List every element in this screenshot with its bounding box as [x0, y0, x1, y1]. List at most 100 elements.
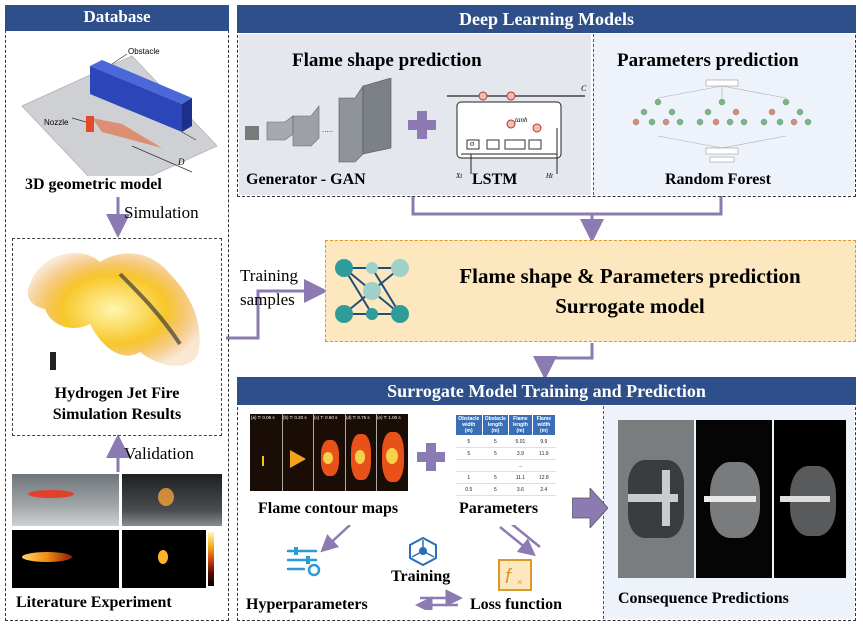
table-cell: 12.8	[532, 471, 556, 484]
loss-function-icon: f ×	[498, 559, 532, 591]
flame-shape-title: Flame shape prediction	[292, 50, 482, 71]
hyperparameters-icon	[286, 547, 321, 577]
surrogate-line1: Flame shape & Parameters prediction	[459, 264, 801, 288]
svg-text:.....: .....	[322, 125, 333, 134]
random-forest-label: Random Forest	[665, 171, 771, 188]
experiment-thermal-1	[12, 530, 119, 588]
table-cell: 5	[482, 483, 509, 496]
table-row: 0.5 5 3.6 2.4	[455, 483, 556, 496]
contour-frame-1	[250, 414, 283, 491]
svg-text:×: ×	[517, 577, 522, 587]
flame-contour-label: Flame contour maps	[258, 500, 399, 517]
frame-label-1: (a) T: 0.06 s	[251, 415, 275, 420]
training-samples-arrow	[226, 279, 328, 340]
training-samples-line2: samples	[240, 290, 295, 309]
table-row: 5 5 5.01 9.9	[455, 435, 556, 448]
flame-contour-strip	[250, 414, 408, 491]
contour-frame-3	[313, 414, 346, 491]
frame-label-2: (b) T: 0.20 s	[283, 415, 307, 420]
consequence-label: Consequence Predictions	[618, 590, 789, 607]
simulation-results-box	[12, 238, 222, 436]
consequence-image-1	[618, 420, 694, 578]
table-cell: 1	[455, 471, 483, 484]
loss-function-label: Loss function	[470, 596, 563, 613]
thermal-colorbar	[208, 532, 214, 586]
table-cell: 11.9	[532, 447, 556, 460]
prediction-arrow	[572, 488, 608, 528]
table-row: 1 5 11.1 12.8	[455, 471, 556, 484]
parameters-subpanel	[593, 34, 854, 195]
plus-icon-training	[417, 443, 445, 471]
parameters-table: Obstacle width (m) Obstacle length (m) F…	[455, 414, 557, 496]
surrogate-model-box	[325, 240, 856, 342]
parameters-prediction-title: Parameters prediction	[617, 50, 799, 71]
database-title: Database	[5, 5, 229, 31]
geometric-model-figure	[21, 53, 218, 176]
dl-merge-connector	[411, 196, 723, 216]
table-cell: 5	[482, 435, 509, 448]
lstm-label: LSTM	[472, 171, 518, 188]
table-cell: 5	[482, 447, 509, 460]
sim-results-line1: Hydrogen Jet Fire	[54, 385, 180, 402]
geometric-model-label: 3D geometric model	[25, 176, 162, 193]
parameters-label: Parameters	[459, 500, 539, 517]
table-header: Flame length (m)	[508, 414, 533, 436]
training-samples-line1: Training	[240, 266, 298, 285]
obstacle-side	[182, 98, 192, 132]
nozzle-shape	[86, 116, 94, 132]
nozzle-label: Nozzle	[44, 118, 69, 127]
contour-frame-5	[376, 414, 408, 491]
obstacle-label: Obstacle	[128, 47, 160, 56]
table-cell: 3.6	[508, 483, 533, 496]
tree-2	[696, 98, 748, 126]
table-cell: 2.4	[532, 483, 556, 496]
training-model-icon	[409, 536, 437, 566]
table-cell: 11.1	[508, 471, 533, 484]
surrogate-line2: Surrogate model	[555, 294, 705, 318]
validation-label: Validation	[124, 444, 194, 463]
obstacle-top	[90, 60, 192, 104]
lstm-h-label: Ht	[546, 172, 553, 180]
table-cell	[455, 459, 483, 472]
fire-simulation-figure	[27, 253, 200, 370]
random-forest-figure	[632, 79, 812, 163]
literature-label: Literature Experiment	[16, 594, 172, 611]
table-cell: 5	[455, 435, 483, 448]
tree-1	[632, 98, 684, 126]
consequence-image-3	[774, 420, 846, 578]
table-cell	[482, 459, 509, 472]
surrogate-to-training-arrow	[533, 343, 594, 380]
contour-frame-4	[345, 414, 377, 491]
table-cell: 5	[455, 447, 483, 460]
table-cell: 5	[482, 471, 509, 484]
deep-learning-title: Deep Learning Models	[237, 5, 856, 33]
table-header: Obstacle length (m)	[481, 414, 510, 436]
frame-label-5: (e) T: 1.00 s	[377, 415, 401, 420]
frame-label-3: (c) T: 0.50 s	[314, 415, 338, 420]
contour-frame-2	[282, 414, 314, 491]
lstm-cell-figure	[447, 91, 585, 174]
table-header: Obstacle width (m)	[455, 414, 483, 436]
table-cell	[532, 459, 556, 472]
table-header: Flame width (m)	[531, 414, 557, 436]
experiment-thermal-2	[122, 530, 206, 588]
svg-text:f: f	[505, 566, 513, 588]
simulation-nozzle	[50, 352, 56, 370]
tree-3	[760, 98, 812, 126]
table-cell: ...	[508, 459, 533, 472]
gan-generator-figure: .....	[245, 78, 392, 163]
hyperparameters-label: Hyperparameters	[246, 596, 368, 613]
lstm-c-label: C	[581, 84, 587, 93]
jet-plume	[92, 118, 162, 148]
training-title: Surrogate Model Training and Prediction	[237, 377, 856, 405]
consequence-image-2	[696, 420, 772, 578]
table-row: 5 5 3.9 11.9	[455, 447, 556, 460]
d-label: D	[178, 157, 185, 167]
table-row: ...	[455, 459, 556, 472]
training-loop-arrows	[320, 525, 541, 610]
table-cell: 0.5	[455, 483, 483, 496]
fire-plume	[27, 253, 200, 366]
experiment-photo-1	[12, 474, 119, 526]
plus-icon	[408, 111, 436, 139]
